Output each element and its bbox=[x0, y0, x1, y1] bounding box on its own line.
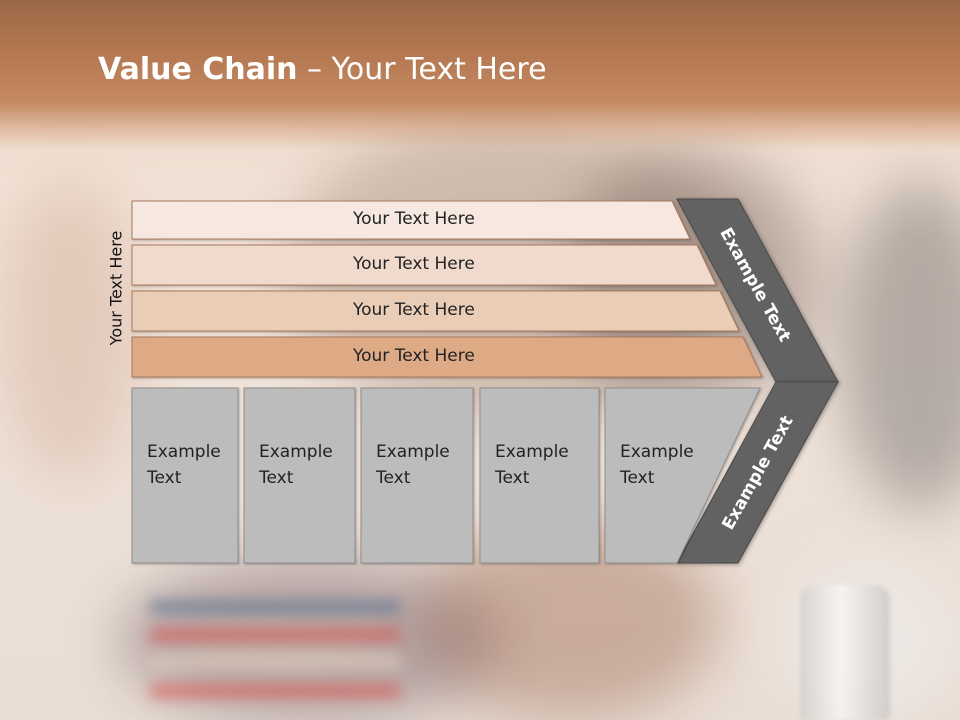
cell-text-4: Example Text bbox=[495, 442, 569, 488]
slide-title[interactable]: Value Chain – Your Text Here bbox=[98, 52, 547, 87]
band-4[interactable] bbox=[131, 336, 763, 378]
chevron-bottom[interactable] bbox=[676, 381, 839, 564]
band-label-2: Your Text Here bbox=[353, 254, 475, 274]
band-1[interactable] bbox=[131, 200, 691, 240]
cell-2[interactable] bbox=[243, 387, 356, 564]
cell-1[interactable] bbox=[131, 387, 239, 564]
title-bold: Value Chain bbox=[98, 52, 298, 87]
band-2[interactable] bbox=[131, 244, 717, 286]
cell-text-1: Example Text bbox=[147, 442, 221, 488]
band-label-3: Your Text Here bbox=[353, 300, 475, 320]
band-label-1: Your Text Here bbox=[353, 209, 475, 229]
header-bar bbox=[0, 0, 960, 150]
cell-4[interactable] bbox=[479, 387, 600, 564]
cell-3[interactable] bbox=[360, 387, 474, 564]
cell-text-5: Example Text bbox=[620, 442, 694, 488]
cell-text-2: Example Text bbox=[259, 442, 333, 488]
band-label-4: Your Text Here bbox=[353, 346, 475, 366]
faucet-image bbox=[800, 585, 890, 720]
band-3[interactable] bbox=[131, 290, 740, 332]
cell-text-3: Example Text bbox=[376, 442, 450, 488]
title-rest: – Your Text Here bbox=[297, 52, 547, 87]
reflection-chevron bbox=[0, 565, 960, 720]
cell-5[interactable] bbox=[604, 387, 761, 564]
